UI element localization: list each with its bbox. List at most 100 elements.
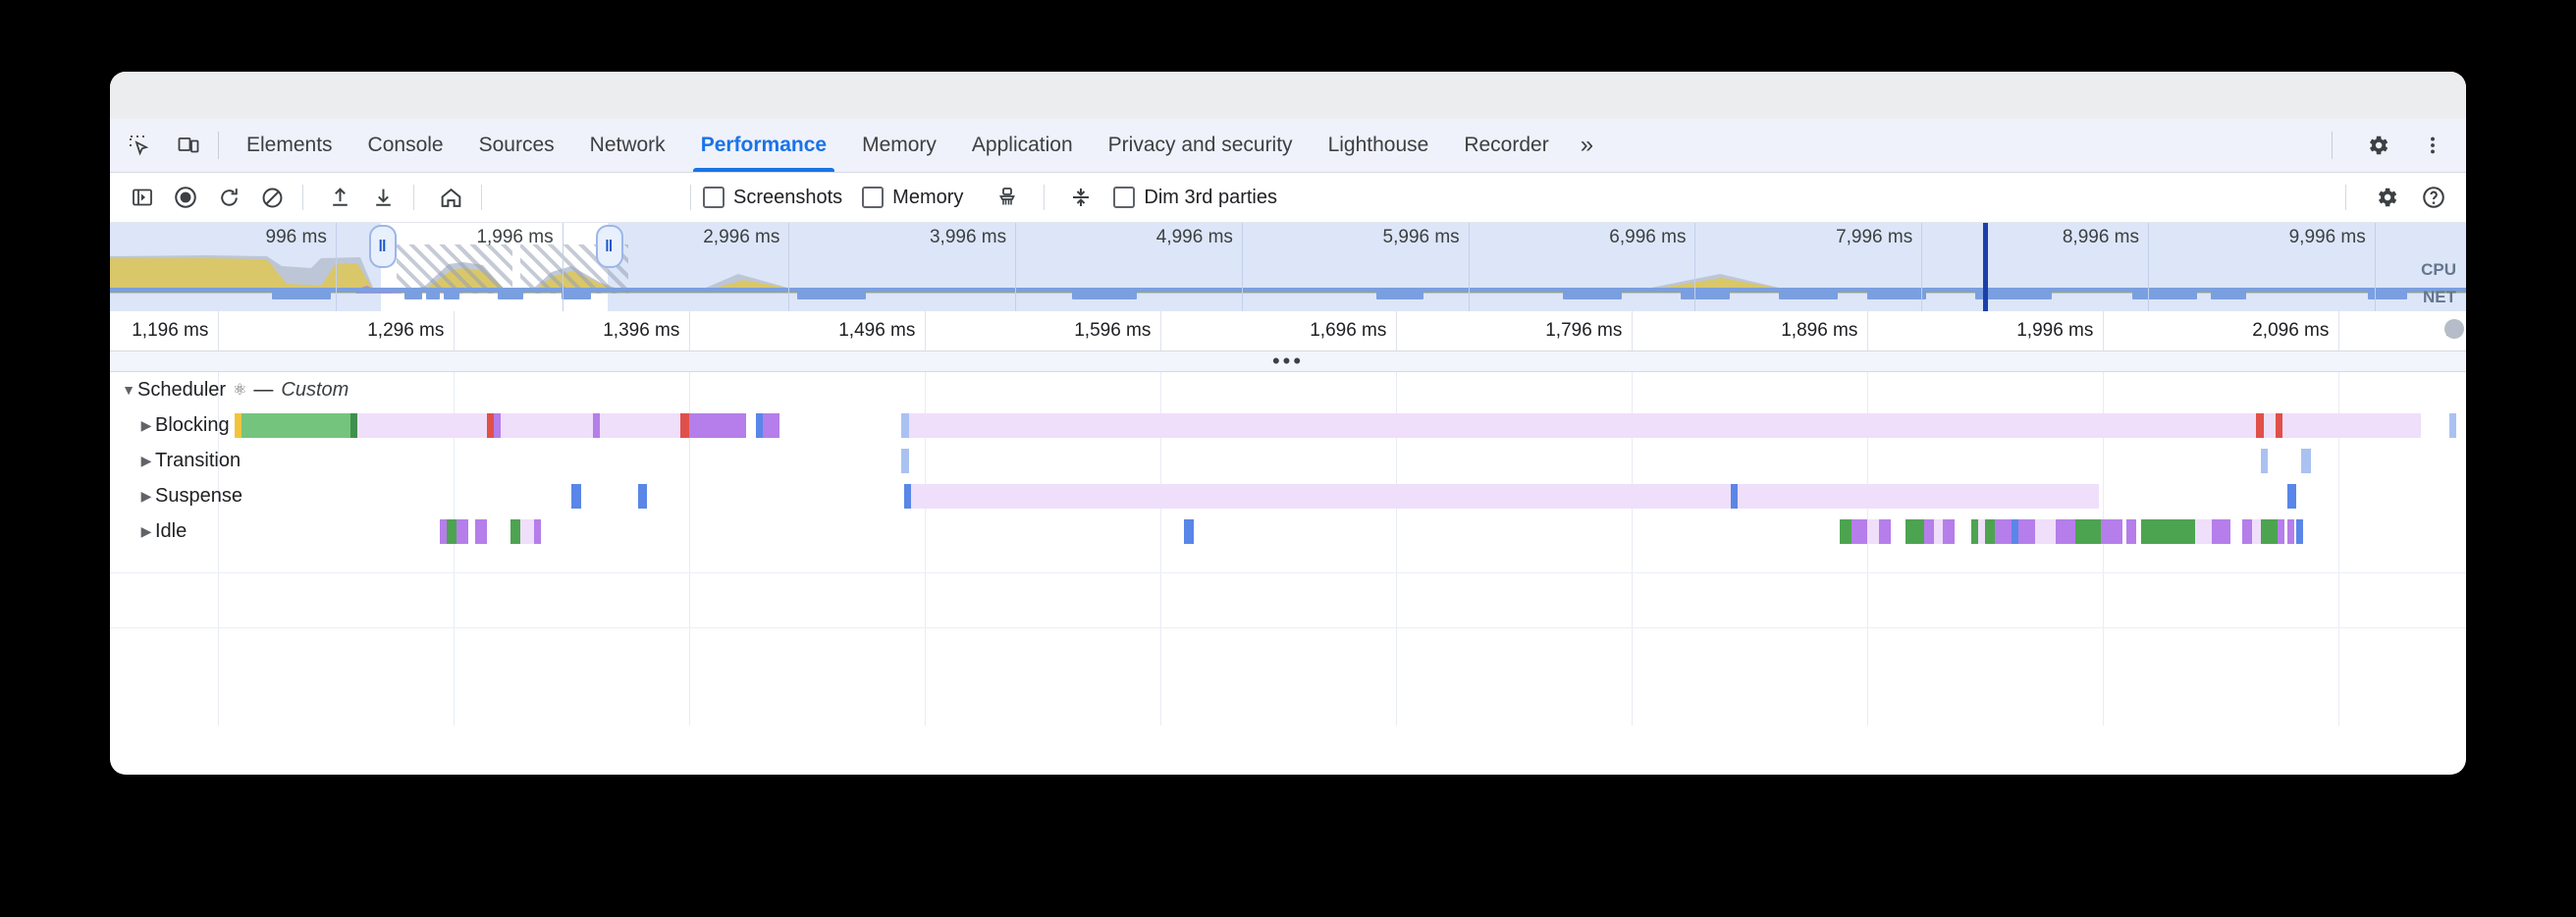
flamechart-event[interactable] (689, 413, 699, 438)
collapse-tracks-icon[interactable] (1062, 179, 1100, 216)
flamechart-event[interactable] (1905, 519, 1924, 544)
flamechart-event[interactable] (475, 519, 487, 544)
flamechart-event[interactable] (637, 484, 648, 509)
screenshots-checkbox[interactable]: Screenshots (703, 187, 842, 209)
selection-handle-left[interactable]: ‖ (369, 225, 397, 268)
flamechart-event[interactable] (2263, 413, 2276, 438)
flamechart-event[interactable] (2286, 484, 2297, 509)
flamechart-event[interactable] (494, 413, 502, 438)
flamechart-event[interactable] (2281, 413, 2422, 438)
sidebar-toggle-icon[interactable] (124, 179, 161, 216)
reload-record-icon[interactable] (210, 179, 247, 216)
flamechart-event[interactable] (699, 413, 746, 438)
flamechart-event[interactable] (679, 413, 690, 438)
track-group-scheduler[interactable]: ▼ Scheduler ⚛ — Custom (120, 372, 349, 407)
flamechart-event[interactable] (501, 413, 593, 438)
flamechart-event[interactable] (1971, 519, 1979, 544)
flamechart-event[interactable] (447, 519, 456, 544)
more-options-icon[interactable] (2413, 126, 2452, 165)
flamechart-event[interactable] (901, 413, 909, 438)
upload-profile-icon[interactable] (321, 179, 358, 216)
flamechart-event[interactable] (456, 519, 468, 544)
flamechart-event[interactable] (1995, 519, 2012, 544)
flamechart-event[interactable] (2256, 413, 2264, 438)
flamechart-event[interactable] (1978, 519, 1986, 544)
horizontal-scrollbar-thumb[interactable] (2444, 319, 2464, 339)
maximize-window-button[interactable] (201, 88, 221, 108)
flamechart-event[interactable] (2261, 449, 2269, 473)
flamechart-event[interactable] (1879, 519, 1892, 544)
close-window-button[interactable] (133, 88, 152, 108)
flamechart-event[interactable] (1985, 519, 1995, 544)
record-icon[interactable] (167, 179, 204, 216)
settings-gear-icon[interactable] (2358, 126, 2397, 165)
tab-console[interactable]: Console (367, 134, 444, 156)
flamechart-event[interactable] (2011, 519, 2018, 544)
flamechart-event[interactable] (534, 519, 542, 544)
flamechart-event[interactable] (1943, 519, 1956, 544)
tab-privacy-and-security[interactable]: Privacy and security (1107, 134, 1293, 156)
panel-resizer[interactable]: ••• (110, 351, 2466, 372)
flamechart-event[interactable] (2278, 519, 2285, 544)
tab-network[interactable]: Network (589, 134, 666, 156)
download-profile-icon[interactable] (364, 179, 402, 216)
tab-sources[interactable]: Sources (478, 134, 555, 156)
flamechart-event[interactable] (2286, 519, 2294, 544)
flamechart-event[interactable] (911, 484, 1732, 509)
flamechart-event[interactable] (440, 519, 448, 544)
tab-lighthouse[interactable]: Lighthouse (1327, 134, 1429, 156)
clear-icon[interactable] (253, 179, 291, 216)
selection-handle-right[interactable]: ‖ (595, 225, 623, 268)
flamechart-event[interactable] (2211, 519, 2230, 544)
inspect-icon[interactable] (120, 126, 159, 165)
chevron-down-icon[interactable]: ▼ (122, 382, 135, 398)
flamechart-event[interactable] (600, 413, 680, 438)
track-row-transition[interactable]: ▶Transition (137, 443, 241, 478)
flamechart-event[interactable] (2449, 413, 2457, 438)
tab-application[interactable]: Application (971, 134, 1073, 156)
dim-3rd-parties-checkbox-box[interactable] (1113, 187, 1136, 208)
flamechart-event[interactable] (1933, 519, 1944, 544)
memory-checkbox-box[interactable] (862, 187, 885, 208)
track-row-blocking[interactable]: ▶Blocking (137, 407, 230, 443)
dim-3rd-parties-checkbox[interactable]: Dim 3rd parties (1113, 187, 1277, 209)
capture-settings-gear-icon[interactable] (2368, 179, 2405, 216)
home-icon[interactable] (432, 179, 469, 216)
minimize-window-button[interactable] (167, 88, 187, 108)
flamechart-event[interactable] (2018, 519, 2035, 544)
flamechart-event[interactable] (593, 413, 601, 438)
flamechart-event[interactable] (242, 413, 350, 438)
tab-memory[interactable]: Memory (862, 134, 937, 156)
flamechart-event[interactable] (1924, 519, 1934, 544)
flamechart-event[interactable] (2126, 519, 2136, 544)
flamechart-event[interactable] (2074, 519, 2101, 544)
flamechart-event[interactable] (510, 519, 520, 544)
more-tabs-icon[interactable]: » (1580, 132, 1594, 158)
flamechart-event[interactable] (2101, 519, 2122, 544)
flamechart-event[interactable] (2140, 519, 2195, 544)
chevron-right-icon[interactable]: ▶ (140, 487, 152, 504)
memory-checkbox[interactable]: Memory (862, 187, 963, 209)
device-toolbar-icon[interactable] (169, 126, 208, 165)
flamechart-event[interactable] (901, 449, 909, 473)
flamechart-tracks[interactable]: ▼ Scheduler ⚛ — Custom ▶Blocking▶Transit… (110, 372, 2466, 726)
flamechart-event[interactable] (235, 413, 242, 438)
flamechart-event[interactable] (755, 413, 763, 438)
flamechart-event[interactable] (2296, 519, 2304, 544)
flamechart-event[interactable] (571, 484, 581, 509)
flamechart-event[interactable] (2251, 519, 2262, 544)
garbage-collect-icon[interactable] (989, 179, 1026, 216)
flamechart-event[interactable] (2034, 519, 2057, 544)
flamechart-event[interactable] (2056, 519, 2075, 544)
tab-performance[interactable]: Performance (683, 119, 844, 172)
flamechart-event[interactable] (357, 413, 487, 438)
flamechart-event[interactable] (2301, 449, 2311, 473)
flamechart-event[interactable] (908, 413, 2257, 438)
chevron-right-icon[interactable]: ▶ (140, 416, 152, 433)
flamechart-event[interactable] (2275, 413, 2282, 438)
track-row[interactable] (110, 443, 2466, 478)
flamechart-event[interactable] (349, 413, 357, 438)
flamechart-event[interactable] (519, 519, 534, 544)
